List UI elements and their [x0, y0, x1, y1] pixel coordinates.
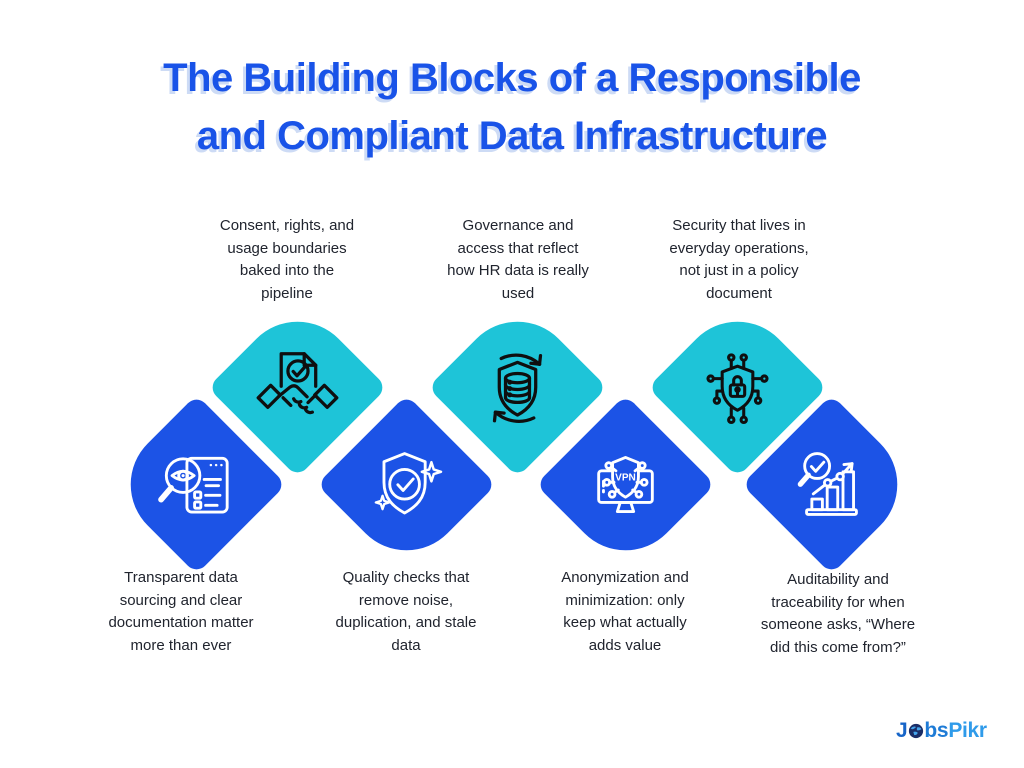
logo-text-j: J: [896, 719, 908, 742]
diamond-quality: [316, 394, 496, 574]
vpn-monitor-icon: VPN: [577, 436, 673, 532]
logo-text-pikr: Pikr: [948, 719, 987, 742]
page-title: The Building Blocks of a Responsible and…: [163, 56, 861, 158]
logo-text-bs: bs: [924, 719, 949, 742]
globe-icon: [908, 721, 924, 745]
label-governance: Governance and access that reflect how H…: [447, 217, 589, 302]
label-transparency: Transparent data sourcing and clear docu…: [108, 569, 254, 654]
diamond-auditability: [741, 394, 921, 574]
shield-check-sparkles-icon: [358, 436, 454, 532]
label-consent: Consent, rights, and usage boundaries ba…: [219, 217, 355, 302]
contract-handshake-icon: [249, 339, 345, 435]
diamond-security: [647, 297, 827, 477]
shield-database-sync-icon: [469, 339, 565, 435]
diamond-governance: [427, 297, 607, 477]
audit-growth-chart-icon: [783, 436, 879, 532]
diamond-anonymization: VPN: [535, 394, 715, 574]
label-security: Security that lives in everyday operatio…: [669, 217, 809, 302]
label-anonymization: Anonymization and minimization: only kee…: [561, 569, 689, 654]
label-auditability: Auditability and traceability for when s…: [760, 571, 916, 656]
diamond-transparency: [106, 394, 286, 574]
secure-network-lock-icon: [689, 339, 785, 435]
magnifier-eye-document-icon: [148, 436, 244, 532]
jobspikr-logo: J bs Pikr: [896, 714, 987, 748]
diamond-consent: [207, 297, 387, 477]
label-quality: Quality checks that remove noise, duplic…: [335, 569, 477, 654]
svg-text:VPN: VPN: [615, 471, 636, 482]
